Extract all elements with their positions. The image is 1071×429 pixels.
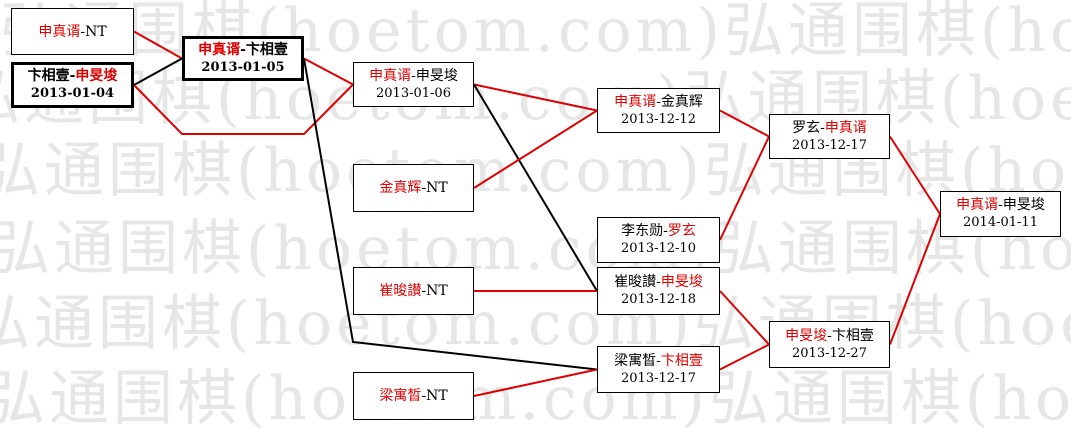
player-1-name: 申真谞	[38, 23, 81, 40]
match-date: 2013-12-17	[621, 370, 696, 386]
player-2-name: 金真辉	[660, 93, 703, 110]
player-1-name: 申真谞	[369, 67, 412, 84]
edge-n9-n12	[719, 136, 770, 241]
player-1-name: 崔晙讃	[379, 283, 422, 299]
edge-n3-n4	[303, 57, 354, 86]
match-box-n6: 崔晙讃-NT	[353, 267, 474, 315]
match-date: 2013-12-12	[621, 111, 696, 127]
edge-n2-n3	[133, 57, 183, 86]
match-players: 申真谞-卞相壹	[198, 41, 288, 59]
player-separator: -	[411, 67, 416, 84]
player-separator: -	[80, 23, 86, 40]
match-box-n5: 金真辉-NT	[353, 164, 474, 212]
match-players: 申真谞-申旻埈	[369, 67, 458, 85]
match-players: 金真辉-NT	[379, 179, 447, 197]
match-date: 2013-01-06	[376, 85, 451, 101]
edge-n2-n4	[133, 83, 354, 135]
player-separator: -	[421, 180, 427, 196]
match-players: 罗玄-申真谞	[792, 119, 867, 137]
match-players: 崔晙讃-申旻埈	[614, 273, 703, 291]
player-separator: -	[69, 68, 76, 84]
player-2-name: 卞相壹	[245, 41, 288, 58]
match-players: 申真谞-NT	[38, 23, 106, 41]
player-2-name: 申旻埈	[415, 67, 458, 84]
edge-n3-n11	[303, 58, 598, 371]
match-date: 2013-12-27	[792, 345, 867, 361]
edge-n5-n8	[473, 109, 598, 189]
match-date: 2013-12-17	[792, 137, 867, 153]
player-separator: -	[663, 223, 668, 239]
player-separator: -	[656, 274, 661, 290]
player-2-name: NT	[85, 23, 107, 40]
player-1-name: 申旻埈	[785, 327, 828, 344]
match-players: 崔晙讃-NT	[379, 282, 447, 300]
player-1-name: 罗玄	[792, 119, 821, 136]
player-separator: -	[421, 283, 427, 299]
match-players: 梁寓晳-NT	[379, 387, 447, 405]
player-separator: -	[820, 119, 825, 136]
player-1-name: 李东勋	[621, 223, 664, 239]
player-separator: -	[998, 197, 1003, 213]
match-date: 2014-01-11	[963, 215, 1038, 230]
match-box-n1: 申真谞-NT	[11, 8, 134, 55]
player-1-name: 申真谞	[956, 197, 999, 213]
match-date: 2013-12-10	[621, 241, 696, 256]
edge-n4-n10	[473, 83, 598, 292]
player-2-name: NT	[426, 283, 448, 299]
player-separator: -	[827, 327, 832, 344]
player-1-name: 梁寓晳	[379, 388, 422, 404]
player-2-name: 卞相壹	[660, 352, 703, 369]
player-1-name: 梁寓晳	[614, 352, 657, 369]
edge-n7-n11	[473, 368, 598, 397]
player-2-name: NT	[426, 388, 448, 404]
player-separator: -	[421, 388, 427, 404]
match-players: 申真谞-申旻埈	[956, 196, 1045, 214]
player-2-name: NT	[426, 180, 448, 196]
edge-n12-n14	[889, 135, 941, 215]
player-2-name: 申旻埈	[75, 68, 118, 84]
player-2-name: 申真谞	[824, 119, 867, 136]
match-players: 申真谞-金真辉	[614, 93, 703, 111]
player-1-name: 申真谞	[198, 41, 241, 58]
player-1-name: 崔晙讃	[614, 274, 657, 290]
player-1-name: 卞相壹	[27, 68, 70, 84]
player-1-name: 金真辉	[379, 180, 422, 196]
edge-n13-n14	[889, 213, 941, 345]
match-players: 申旻埈-卞相壹	[785, 327, 874, 345]
match-date: 2013-01-05	[201, 59, 285, 75]
match-players: 梁寓晳-卞相壹	[614, 352, 703, 370]
player-separator: -	[656, 93, 661, 110]
match-date: 2013-12-18	[621, 292, 696, 307]
edge-n11-n13	[719, 343, 770, 371]
edge-n1-n3	[133, 30, 183, 60]
match-box-n7: 梁寓晳-NT	[353, 372, 474, 420]
player-2-name: 申旻埈	[1002, 197, 1045, 213]
edge-n4-n8	[473, 83, 598, 112]
match-players: 李东勋-罗玄	[621, 222, 696, 240]
match-players: 卞相壹-申旻埈	[28, 67, 118, 85]
player-1-name: 申真谞	[614, 93, 657, 110]
player-2-name: 罗玄	[667, 223, 696, 239]
edge-n10-n13	[719, 290, 770, 346]
player-separator: -	[240, 41, 246, 58]
player-separator: -	[656, 352, 661, 369]
player-2-name: 卞相壹	[831, 327, 874, 344]
edge-n8-n12	[719, 109, 770, 138]
match-date: 2013-01-04	[30, 86, 115, 101]
player-2-name: 申旻埈	[660, 274, 703, 290]
